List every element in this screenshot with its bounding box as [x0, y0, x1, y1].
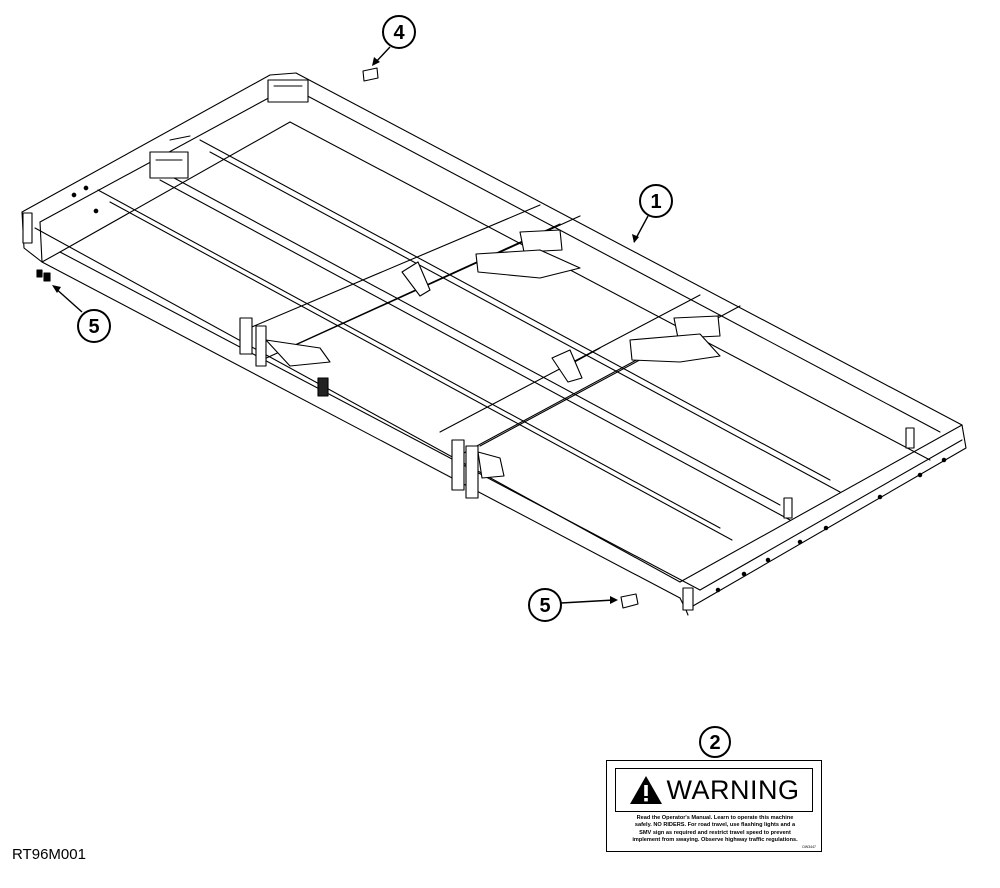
plate-bottom-1 — [317, 377, 329, 397]
bracket-rear-2 — [149, 135, 191, 179]
decal-item-5-left — [36, 269, 51, 282]
callout-4-label: 4 — [393, 22, 405, 44]
warning-decal-code: DW3447 — [802, 845, 816, 849]
mounting-brackets — [149, 79, 915, 519]
warning-line: Read the Operator's Manual. Learn to ope… — [636, 815, 794, 821]
callout-5-left-label: 5 — [88, 316, 99, 338]
callout-1-label: 1 — [650, 191, 661, 213]
callout-4: 4 — [372, 15, 416, 66]
warning-line: SMV sign as required and restrict travel… — [639, 829, 791, 836]
front-upright-2 — [783, 497, 793, 519]
callout-1: 1 — [632, 184, 673, 243]
bracket-left-2 — [451, 439, 505, 499]
warning-body: Read the Operator's Manual. Learn to ope… — [613, 815, 817, 844]
callout-5-bottom: 5 — [528, 588, 618, 622]
bracket-left-1 — [239, 317, 331, 367]
warning-line: safely. NO RIDERS. For road travel, use … — [634, 822, 796, 829]
left-side-rail — [34, 227, 701, 599]
callout-5-left: 5 — [52, 285, 111, 343]
frame-assembly — [21, 67, 967, 616]
rear-left-rail — [21, 72, 297, 263]
right-side-rail — [289, 72, 963, 461]
cross-members — [239, 204, 741, 455]
warning-line: implement from swaying. Observe highway … — [632, 836, 798, 843]
warning-triangle-icon — [629, 776, 662, 804]
bracket-right-2 — [629, 315, 721, 363]
warning-header: WARNING — [615, 768, 813, 812]
bracket-rear-1 — [267, 79, 309, 103]
callout-2: 2 — [699, 726, 731, 758]
gusset-center-2 — [551, 349, 583, 383]
callout-5-bottom-label: 5 — [539, 595, 550, 617]
front-end-rail — [679, 424, 967, 616]
decal-item-4 — [362, 67, 379, 82]
callout-2-label: 2 — [709, 732, 720, 754]
gusset-center-1 — [401, 261, 431, 297]
inner-longitudinal-members — [97, 139, 841, 541]
warning-signal-word: WARNING — [666, 774, 800, 805]
warning-decal: WARNING Read the Operator's Manual. Lear… — [606, 760, 822, 852]
front-upright-1 — [905, 427, 915, 449]
figure-id: RT96M001 — [12, 846, 86, 863]
bracket-right-1 — [475, 229, 581, 279]
decal-item-5-bottom — [620, 593, 639, 609]
